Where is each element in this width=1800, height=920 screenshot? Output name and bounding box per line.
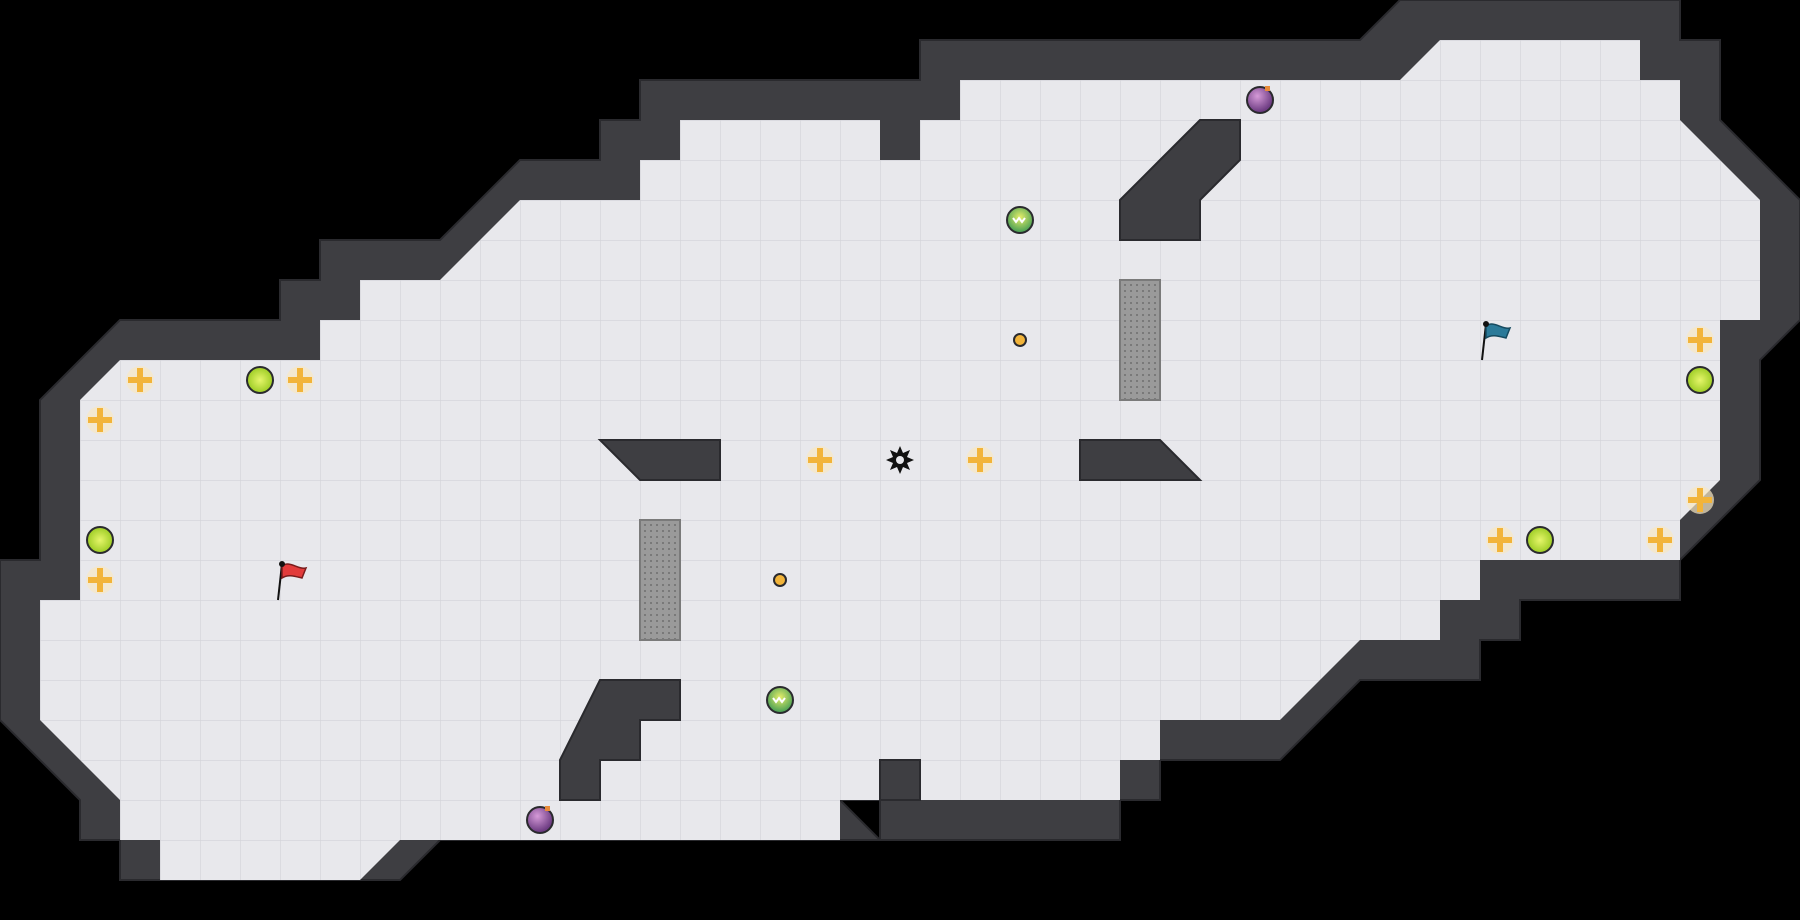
gate-icon (1119, 279, 1161, 401)
boost-icon (286, 366, 314, 394)
powerup-icon (246, 366, 274, 394)
wall-center-right-ramp (1079, 439, 1203, 481)
wall-lower-center-notch (879, 759, 921, 801)
boost-icon (126, 366, 154, 394)
powerup-icon (1526, 526, 1554, 554)
blue-flag-icon (1481, 321, 1512, 361)
bombs (526, 86, 1274, 834)
boost-icon (86, 566, 114, 594)
yellow-dot-icon (773, 573, 787, 587)
boost-icon (806, 446, 834, 474)
boost-icon (966, 446, 994, 474)
inner-walls (559, 119, 1241, 801)
boost-icon (1486, 526, 1514, 554)
portal-icon (766, 686, 794, 714)
red-flag-icon (277, 561, 308, 601)
wall-top-notch (1119, 119, 1241, 241)
boosts (86, 326, 1714, 594)
bomb-icon (1246, 86, 1274, 114)
gate-icon (639, 519, 681, 641)
wall-center-left-ramp (597, 439, 721, 481)
boost-icon (1686, 486, 1714, 514)
boost-icon (86, 406, 114, 434)
powerup-icon (86, 526, 114, 554)
portals (766, 206, 1034, 714)
gates (639, 279, 1161, 641)
boost-icon (1686, 326, 1714, 354)
spike-icon (886, 446, 914, 474)
bomb-icon (526, 806, 554, 834)
powerups (86, 366, 1714, 554)
yellow-dot-icon (1013, 333, 1027, 347)
powerup-icon (1686, 366, 1714, 394)
boost-icon (1646, 526, 1674, 554)
pickups (773, 333, 1027, 587)
portal-icon (1006, 206, 1034, 234)
wall-lower-left-block (559, 679, 681, 801)
